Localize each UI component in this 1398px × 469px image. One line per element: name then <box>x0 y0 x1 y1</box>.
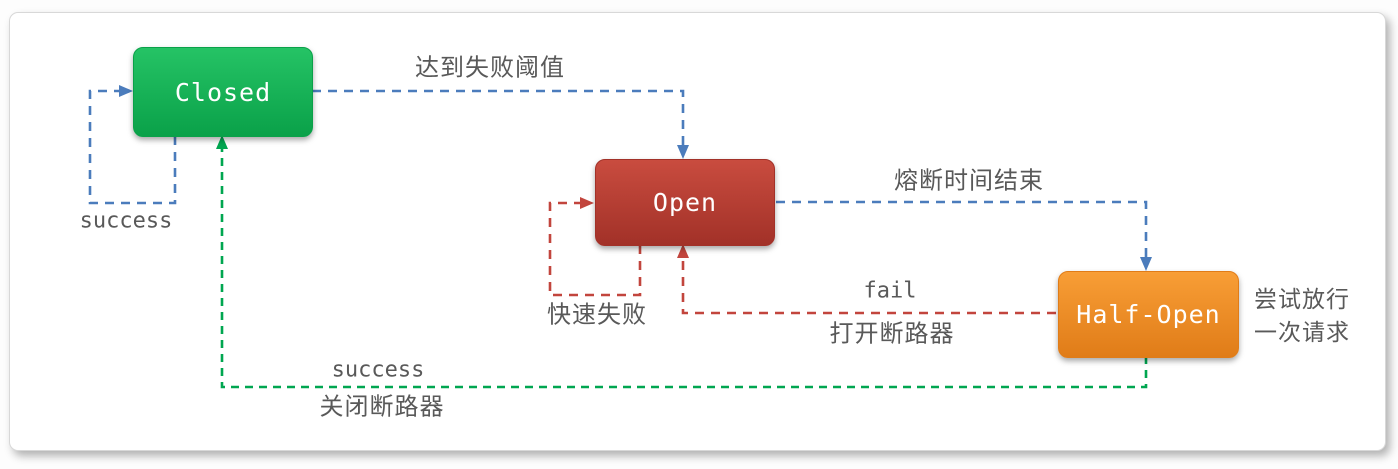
label-fail: fail <box>863 278 917 304</box>
half-open-note: 尝试放行 一次请求 <box>1254 283 1350 349</box>
label-close-breaker: 关闭断路器 <box>319 393 445 421</box>
state-label-closed: Closed <box>174 77 272 107</box>
label-open-breaker: 打开断路器 <box>829 320 955 348</box>
state-node-half-open: Half-Open <box>1058 271 1239 358</box>
label-success-green: success <box>331 357 425 383</box>
label-success-closed-loop: success <box>79 208 173 234</box>
half-open-note-line2: 一次请求 <box>1254 319 1350 345</box>
state-label-open: Open <box>652 188 718 217</box>
label-failure-threshold: 达到失败阈值 <box>415 54 565 82</box>
label-breaker-timeout: 熔断时间结束 <box>894 167 1044 195</box>
label-fast-fail: 快速失败 <box>547 301 647 329</box>
state-node-open: Open <box>595 159 775 246</box>
half-open-note-line1: 尝试放行 <box>1254 286 1350 312</box>
state-node-closed: Closed <box>133 47 313 137</box>
state-label-half-open: Half-Open <box>1076 300 1221 329</box>
